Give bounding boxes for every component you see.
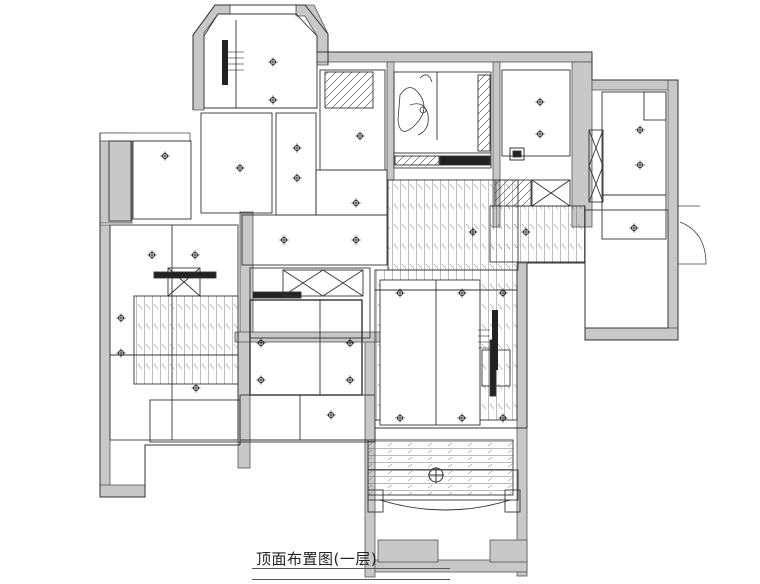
title-underline-2: [252, 579, 450, 580]
drawing-title: 顶面布置图(一层): [256, 550, 378, 568]
title-underline: [252, 568, 450, 569]
dark-fixtures: [222, 40, 498, 370]
light-lines: [228, 51, 490, 349]
room-outlines: [108, 13, 707, 513]
flower-motif: [397, 74, 433, 136]
